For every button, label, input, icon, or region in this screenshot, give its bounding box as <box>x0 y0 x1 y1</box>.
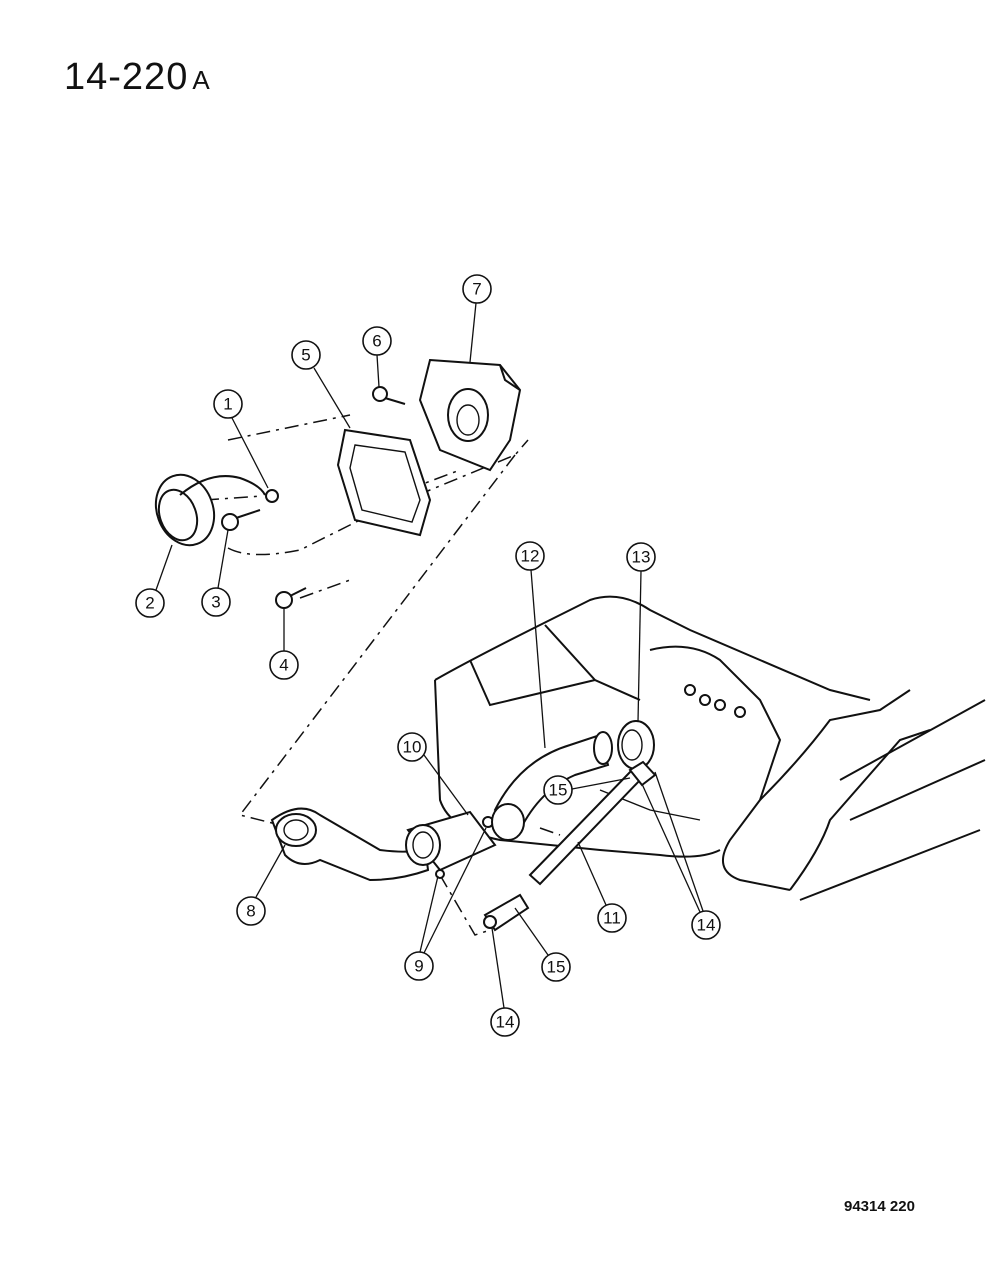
svg-text:1: 1 <box>223 395 232 414</box>
screw-part-4 <box>275 587 307 609</box>
svg-text:10: 10 <box>403 738 422 757</box>
svg-text:5: 5 <box>301 346 310 365</box>
filler-tube-part <box>270 807 430 882</box>
svg-text:11: 11 <box>603 909 621 928</box>
svg-text:3: 3 <box>211 593 220 612</box>
callout-1: 1 <box>213 389 269 489</box>
hose-clips <box>684 684 746 718</box>
grommet-part <box>617 720 655 770</box>
fuel-cap-part <box>154 473 279 547</box>
callout-11: 11 <box>577 841 627 933</box>
callout-14b: 14 <box>490 927 520 1037</box>
vent-tube-part <box>483 760 657 932</box>
callouts: 1 2 3 4 5 6 7 8 9 10 11 12 13 14 14 15 1… <box>135 274 721 1037</box>
callout-2: 2 <box>135 544 173 618</box>
svg-text:6: 6 <box>372 332 381 351</box>
callout-15a: 15 <box>543 775 631 805</box>
callout-4: 4 <box>269 608 299 680</box>
svg-text:14: 14 <box>496 1013 515 1032</box>
callout-5: 5 <box>291 340 351 429</box>
svg-text:9: 9 <box>414 957 423 976</box>
callout-9: 9 <box>404 827 487 981</box>
fuel-tank-drawing <box>434 595 986 901</box>
callout-7: 7 <box>462 274 492 363</box>
figure-number-text: 14-220 <box>64 56 189 98</box>
hose-part-10 <box>405 810 497 879</box>
callout-13: 13 <box>626 542 656 723</box>
svg-text:15: 15 <box>547 958 566 977</box>
svg-text:15: 15 <box>549 781 568 800</box>
filler-housing-part <box>418 358 522 472</box>
bolt-part <box>372 386 406 405</box>
callout-6: 6 <box>362 326 392 388</box>
screw-part <box>221 509 261 531</box>
svg-text:14: 14 <box>697 916 716 935</box>
callout-15b: 15 <box>514 907 571 982</box>
svg-text:4: 4 <box>279 656 288 675</box>
drawing-code: 94314 220 <box>844 1198 915 1215</box>
callout-10: 10 <box>397 732 469 816</box>
gasket-part <box>336 428 432 537</box>
svg-text:7: 7 <box>472 280 481 299</box>
figure-suffix: A <box>192 65 211 95</box>
svg-text:13: 13 <box>632 548 651 567</box>
callout-12: 12 <box>515 541 546 749</box>
callout-8: 8 <box>236 844 286 926</box>
svg-text:2: 2 <box>145 594 154 613</box>
svg-text:12: 12 <box>521 547 540 566</box>
callout-14a: 14 <box>641 771 721 940</box>
svg-text:8: 8 <box>246 902 255 921</box>
callout-3: 3 <box>201 529 231 617</box>
